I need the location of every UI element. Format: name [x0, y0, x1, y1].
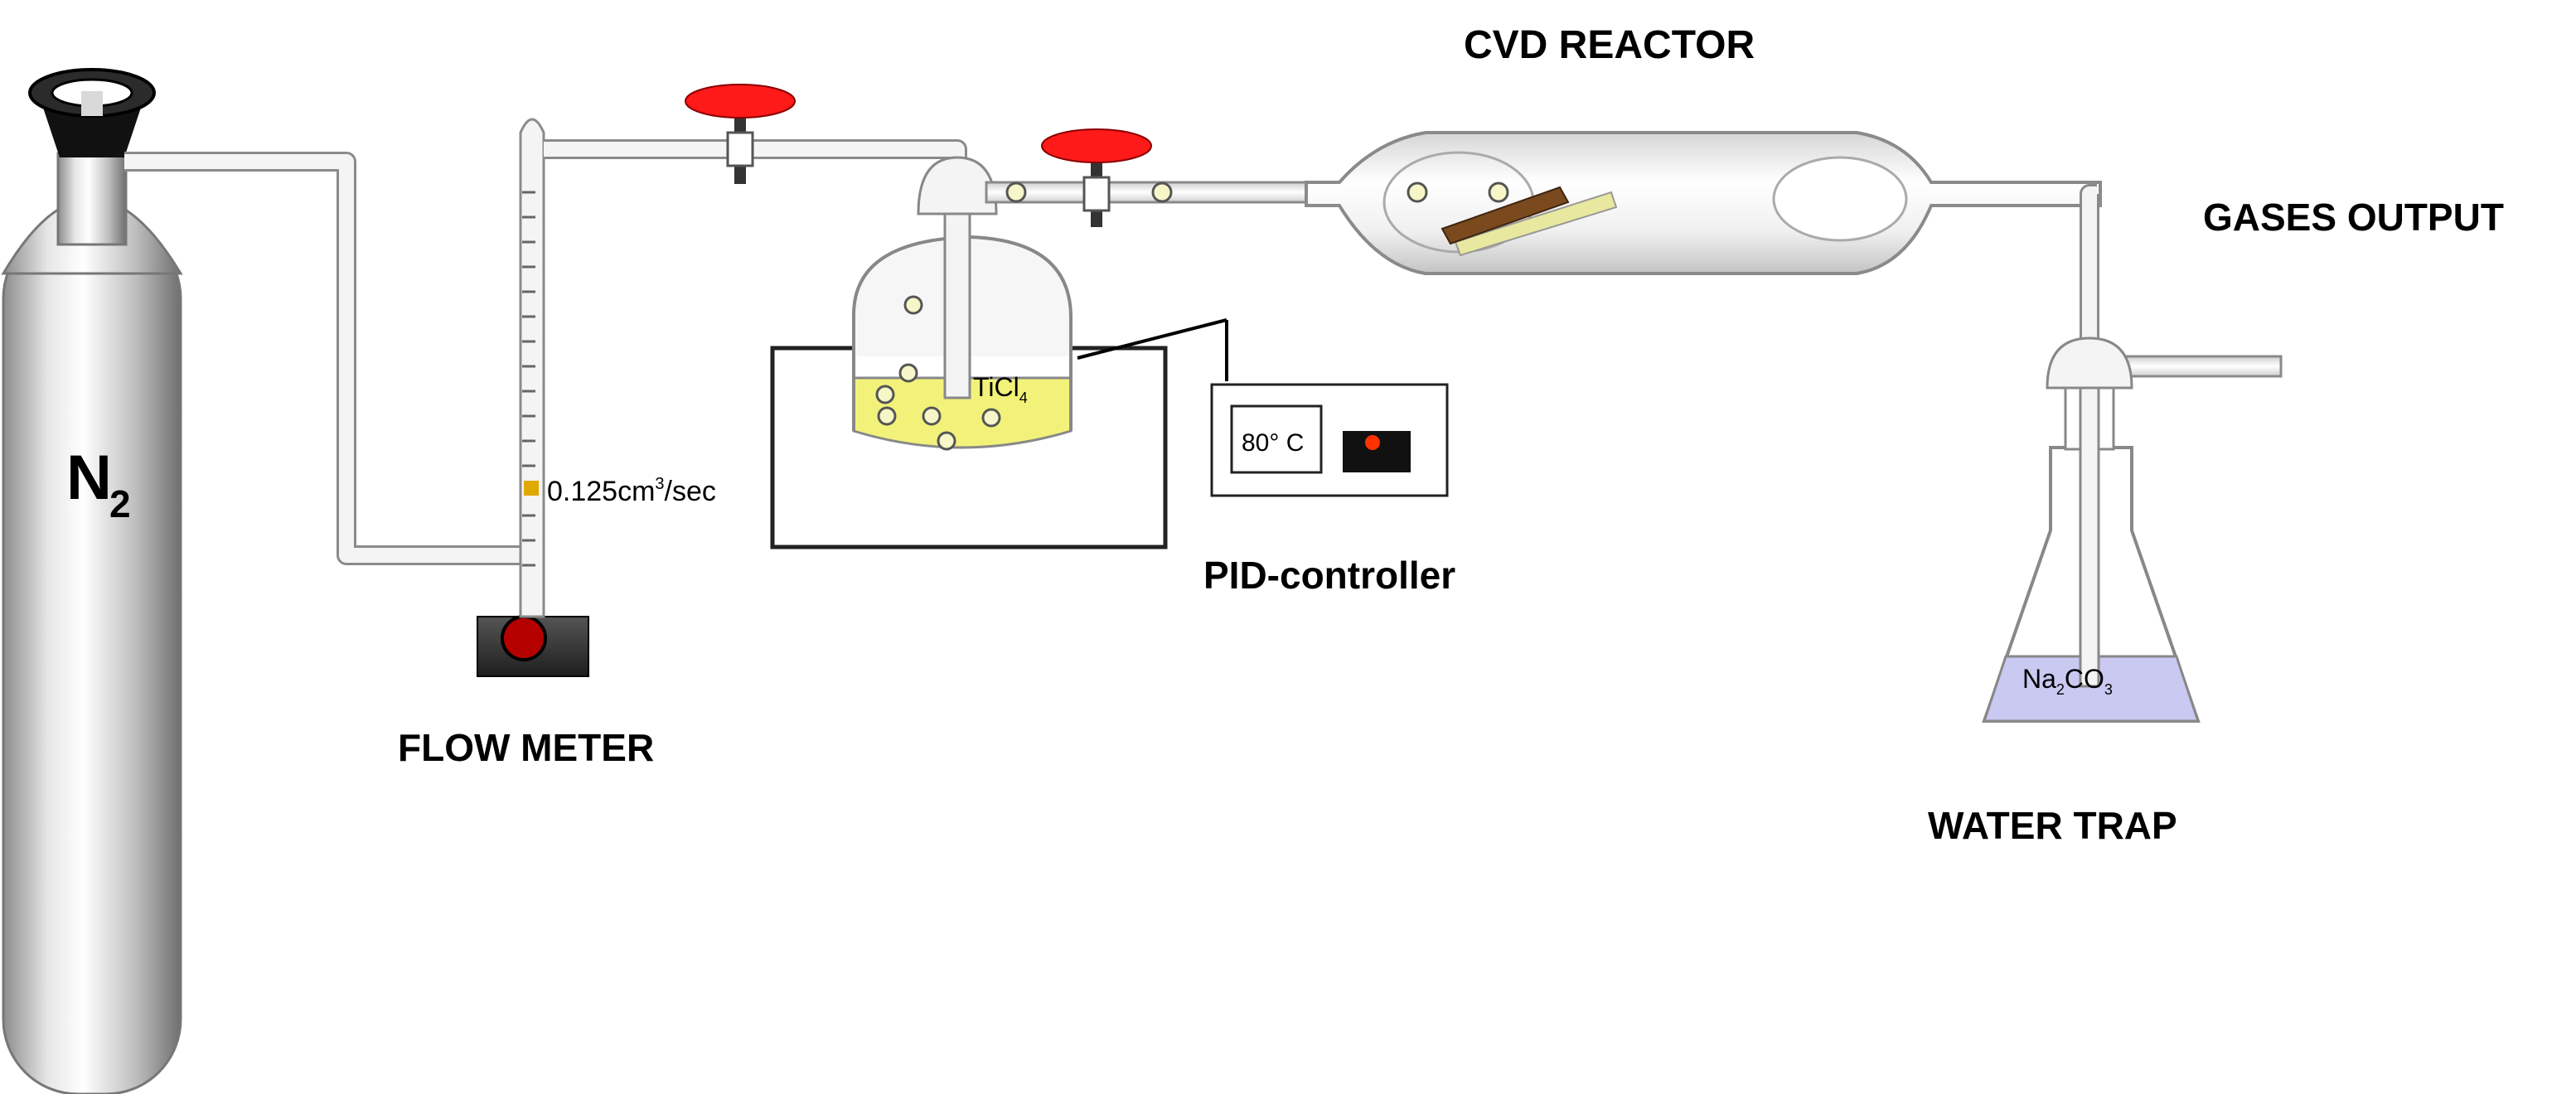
substrate-glass — [1454, 191, 1618, 257]
flow-meter-float — [524, 481, 539, 496]
bubbler-heater: TiCl4 — [770, 156, 1228, 549]
valve-1[interactable] — [685, 84, 796, 184]
n2-label: N — [66, 443, 112, 513]
tube-gas-output — [2104, 355, 2283, 378]
n2-subscript: 2 — [109, 482, 131, 525]
pid-controller: 80° C PID-controller — [1203, 383, 1455, 597]
na2co3-label: Na2CO3 — [2022, 664, 2113, 698]
pid-display — [1230, 404, 1323, 474]
cylinder-valve-handle — [28, 68, 156, 157]
pid-temp-readout: 80° C — [1242, 429, 1304, 457]
substrate-holder — [1441, 186, 1570, 245]
tube-cylinder-to-flowmeter — [124, 152, 535, 565]
flow-meter-label: FLOW METER — [398, 726, 654, 769]
water-trap: Na2CO3 WATER TRAP — [1928, 336, 2201, 847]
ticl4-label: TiCl4 — [973, 372, 1028, 406]
na2co3-solution — [1982, 655, 2201, 723]
trap-stopper — [2046, 336, 2133, 390]
n2-cylinder: N 2 — [1, 68, 183, 1094]
bubbles-reactor — [1407, 182, 1509, 203]
valve-1-handle[interactable] — [685, 84, 796, 119]
flow-meter: 0.125cm3/sec FLOW METER — [398, 118, 716, 769]
water-trap-label: WATER TRAP — [1928, 804, 2177, 847]
bubbles-line — [1005, 182, 1173, 203]
pid-controller-label: PID-controller — [1203, 554, 1455, 597]
tube-bubbler-to-reactor — [985, 181, 1311, 204]
bubbles-bubbler — [875, 295, 1001, 451]
flow-rate-label: 0.125cm3/sec — [547, 475, 716, 507]
bubbler-head — [917, 156, 998, 215]
flow-meter-knob — [501, 615, 547, 661]
valve-2-handle[interactable] — [1041, 128, 1152, 163]
valve-2[interactable] — [1041, 128, 1152, 227]
flow-meter-scale — [522, 191, 535, 567]
ticl4-liquid — [852, 376, 1073, 449]
bubbler-dip-tube — [943, 206, 971, 399]
cvd-reactor: CVD REACTOR — [1305, 23, 2102, 275]
pid-indicator-light — [1365, 435, 1380, 450]
reactor-right-end — [1772, 156, 1908, 242]
gases-output-label: GASES OUTPUT — [2203, 196, 2504, 239]
flow-meter-tube — [519, 118, 545, 618]
cvd-reactor-label: CVD REACTOR — [1464, 23, 1755, 67]
reactor-tube — [1305, 131, 2102, 275]
trap-dip-tube — [2079, 386, 2100, 688]
